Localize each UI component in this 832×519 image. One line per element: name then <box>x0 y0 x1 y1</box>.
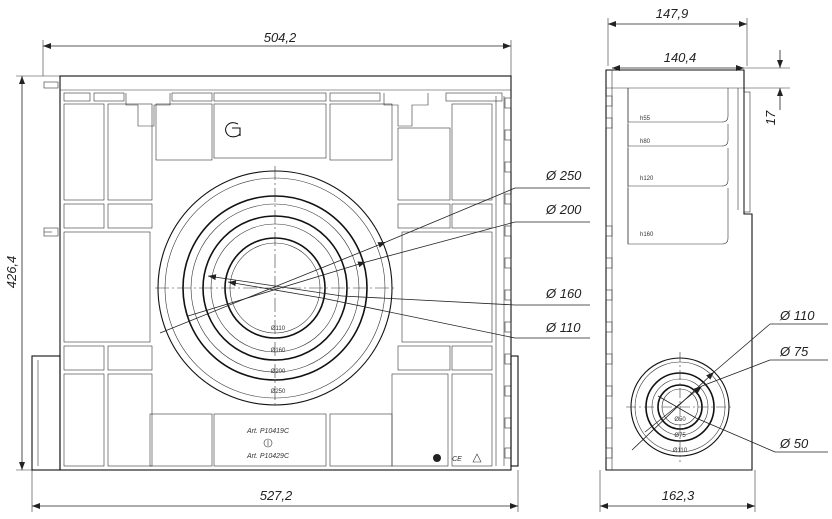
info-icon <box>263 438 273 448</box>
side-diameter-75-label: Ø 75 <box>779 344 809 359</box>
step-label: h80 <box>640 139 651 145</box>
ring-label: Ø110 <box>673 448 688 454</box>
brand-logo <box>225 122 241 138</box>
side-pipe-rings: Ø50 Ø75 Ø110 <box>626 352 734 462</box>
step-segments: h55 h80 h120 h160 <box>627 88 729 245</box>
dimension-label: 147,9 <box>656 6 689 21</box>
dimension-top-width: 504,2 <box>42 30 512 76</box>
diameter-110-label: Ø 110 <box>545 320 581 335</box>
dimension-label: 17 <box>763 110 778 125</box>
pipe-rings: Ø110 Ø160 Ø200 Ø250 <box>155 166 395 406</box>
side-diameter-leaders: Ø 110 Ø 75 Ø 50 <box>631 308 828 453</box>
dimension-label: 162,3 <box>662 488 695 503</box>
ring-label: Ø110 <box>271 326 286 332</box>
ring-label: Ø250 <box>271 389 286 395</box>
article-number: Art. P10419C <box>246 428 290 435</box>
article-number: Art. P10429C <box>246 453 290 460</box>
side-outline <box>605 69 753 471</box>
side-tabs <box>605 95 613 459</box>
certification-marks: CE <box>433 453 482 463</box>
side-diameter-50-label: Ø 50 <box>779 436 809 451</box>
dimension-label: 426,4 <box>4 256 19 289</box>
ring-label: Ø50 <box>674 417 686 423</box>
ce-mark: CE <box>452 456 462 463</box>
front-view: 504,2 527,2 426,4 <box>4 30 590 512</box>
dimension-rim: 17 <box>744 50 790 125</box>
rib-grid <box>63 103 493 467</box>
box-outline <box>59 75 512 471</box>
diameter-200-label: Ø 200 <box>545 202 582 217</box>
side-diameter-110-label: Ø 110 <box>779 308 815 323</box>
recycle-triangle-icon <box>472 453 482 463</box>
ring-label: Ø200 <box>271 369 286 375</box>
dimension-height: 426,4 <box>4 75 60 471</box>
diameter-leaders: Ø 250 Ø 200 Ø 160 Ø 110 <box>159 168 590 339</box>
recycle-dot-icon <box>433 454 441 462</box>
diameter-250-label: Ø 250 <box>545 168 582 183</box>
dimension-bottom-width: 527,2 <box>31 470 519 512</box>
dimension-label: 140,4 <box>664 50 697 65</box>
diameter-160-label: Ø 160 <box>545 286 582 301</box>
step-label: h160 <box>640 232 654 238</box>
ring-label: Ø75 <box>674 433 686 439</box>
step-label: h55 <box>640 116 651 122</box>
dimension-label: 504,2 <box>264 30 297 45</box>
dimension-side-inner-width: 140,4 <box>612 50 744 71</box>
dimension-side-bottom-width: 162,3 <box>599 470 756 512</box>
ring-label: Ø160 <box>271 348 286 354</box>
side-view: 147,9 140,4 17 162,3 <box>599 6 828 512</box>
dimension-side-top-width: 147,9 <box>607 6 748 66</box>
article-plate: Art. P10419C Art. P10429C <box>246 428 290 460</box>
side-lugs <box>31 81 519 471</box>
top-rim <box>63 92 503 127</box>
dimension-label: 527,2 <box>260 488 293 503</box>
right-connector-column <box>495 96 512 466</box>
step-label: h120 <box>640 176 654 182</box>
